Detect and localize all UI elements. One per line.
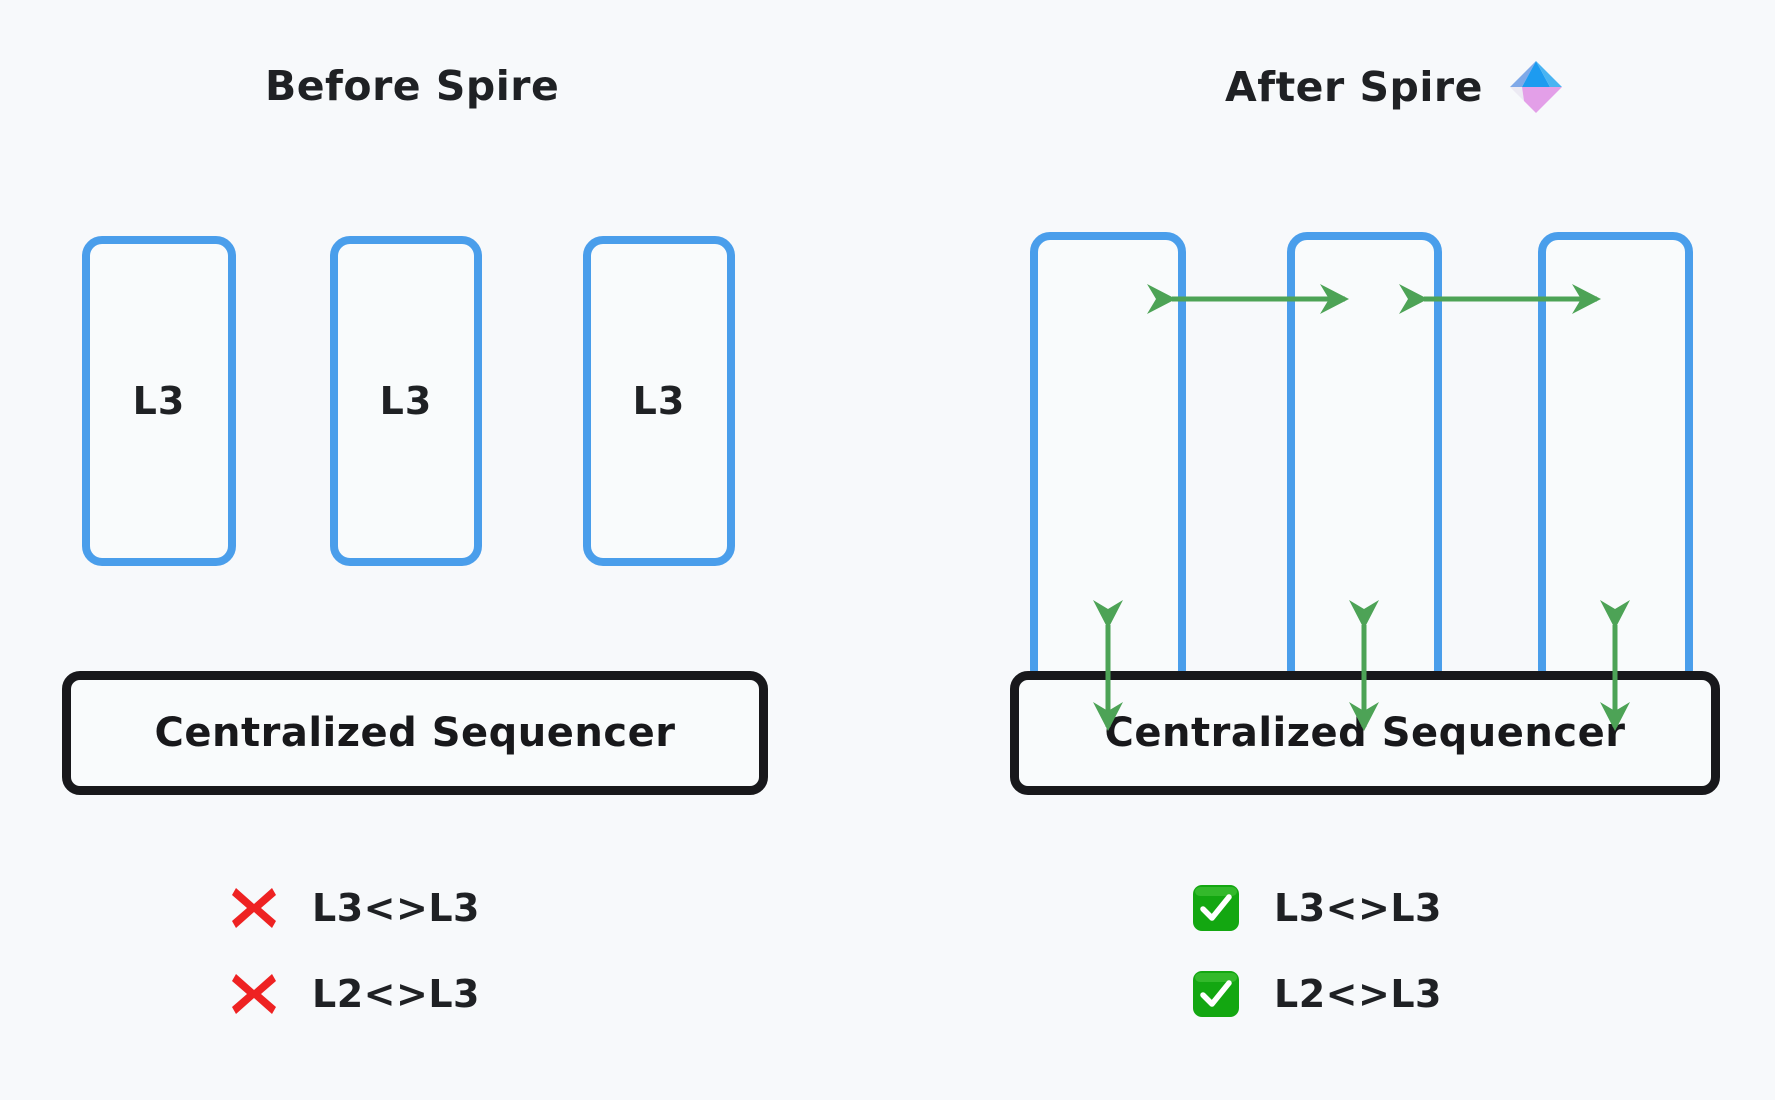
after-spire-title-row: After Spire xyxy=(1225,56,1567,118)
legend-row: L3<>L3 xyxy=(228,880,480,936)
after-centralized-sequencer[interactable]: Centralized Sequencer xyxy=(1010,671,1720,795)
after-l3-box-2[interactable]: L3 xyxy=(1287,232,1442,724)
legend-row: L2<>L3 xyxy=(228,966,480,1022)
l3-label: L3 xyxy=(132,379,186,423)
check-mark-icon xyxy=(1190,968,1242,1020)
legend-row: L3<>L3 xyxy=(1190,880,1442,936)
l3-label: L3 xyxy=(632,379,686,423)
legend-label: L2<>L3 xyxy=(312,972,480,1016)
before-centralized-sequencer[interactable]: Centralized Sequencer xyxy=(62,671,768,795)
after-l3-box-1[interactable]: L3 xyxy=(1030,232,1186,724)
spire-diamond-logo xyxy=(1505,56,1567,118)
after-l3-box-3[interactable]: L3 xyxy=(1538,232,1693,724)
before-l3-box-1[interactable]: L3 xyxy=(82,236,236,566)
legend-row: L2<>L3 xyxy=(1190,966,1442,1022)
before-capability-legend: L3<>L3 L2<>L3 xyxy=(228,880,480,1022)
cross-mark-icon xyxy=(228,968,280,1020)
l3-label: L3 xyxy=(379,379,433,423)
legend-label: L3<>L3 xyxy=(1274,886,1442,930)
after-spire-title: After Spire xyxy=(1225,63,1483,111)
after-capability-legend: L3<>L3 L2<>L3 xyxy=(1190,880,1442,1022)
legend-label: L2<>L3 xyxy=(1274,972,1442,1016)
sequencer-label: Centralized Sequencer xyxy=(1104,710,1626,756)
before-spire-title: Before Spire xyxy=(265,62,560,110)
before-l3-box-2[interactable]: L3 xyxy=(330,236,482,566)
check-mark-icon xyxy=(1190,882,1242,934)
legend-label: L3<>L3 xyxy=(312,886,480,930)
before-l3-box-3[interactable]: L3 xyxy=(583,236,735,566)
cross-mark-icon xyxy=(228,882,280,934)
sequencer-label: Centralized Sequencer xyxy=(154,710,676,756)
